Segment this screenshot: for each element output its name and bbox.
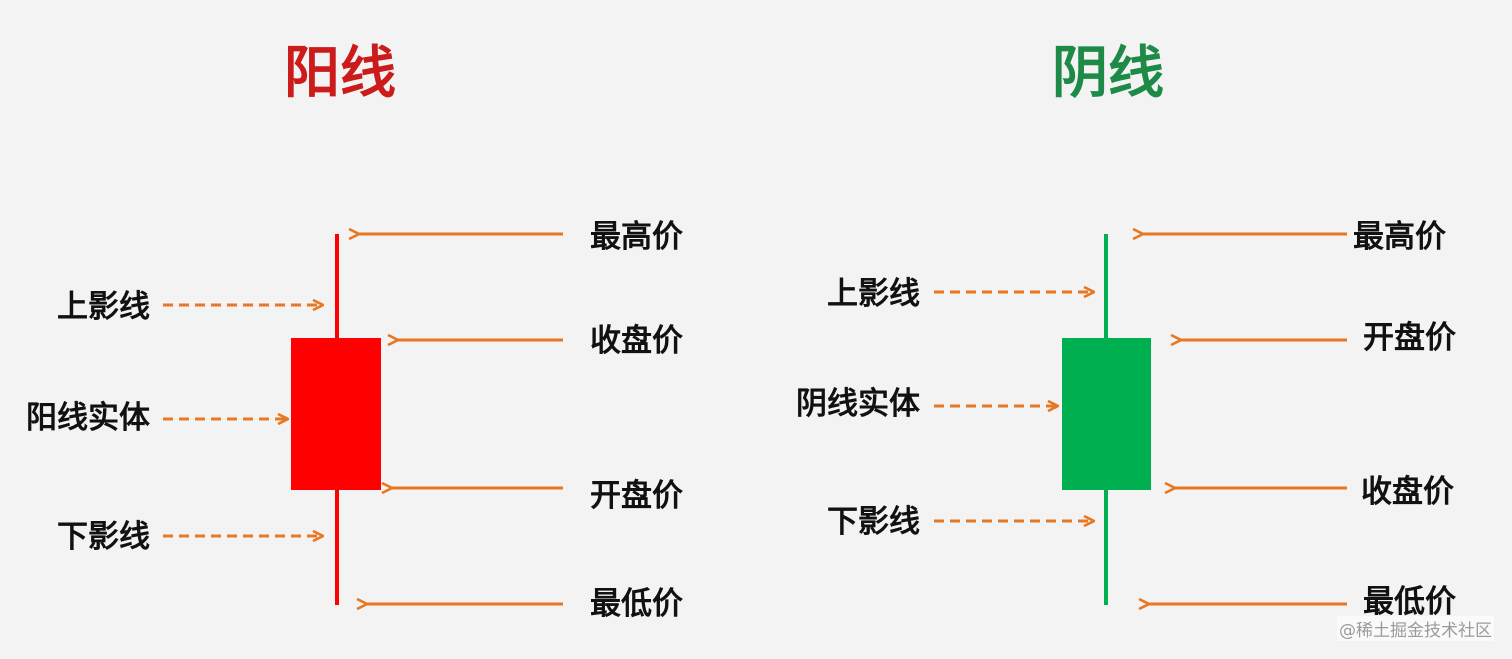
bullish-title: 阳线 xyxy=(284,40,396,106)
bullish-body xyxy=(291,338,381,490)
bullish-body-label: 阳线实体 xyxy=(26,400,150,436)
bearish-title: 阴线 xyxy=(1052,40,1164,106)
bullish-lower-shadow-label: 下影线 xyxy=(57,519,150,555)
bullish-close-label: 收盘价 xyxy=(590,323,683,359)
bearish-body-label: 阴线实体 xyxy=(796,386,920,422)
bearish-high-label: 最高价 xyxy=(1353,219,1446,255)
bullish-upper-shadow-label: 上影线 xyxy=(57,289,150,325)
bullish-high-label: 最高价 xyxy=(590,219,683,255)
bullish-low-label: 最低价 xyxy=(590,586,683,622)
bearish-open-label: 开盘价 xyxy=(1363,320,1456,356)
bullish-open-label: 开盘价 xyxy=(590,478,683,514)
bearish-body xyxy=(1062,338,1151,490)
bearish-lower-shadow-label: 下影线 xyxy=(827,504,920,540)
bearish-close-label: 收盘价 xyxy=(1361,474,1454,510)
bearish-upper-shadow-label: 上影线 xyxy=(827,276,920,312)
bullish-candle-group: 阳线 上影线 阳线实体 下影线 最高价 收盘价 开盘价 最低价 xyxy=(26,40,683,622)
bearish-low-label: 最低价 xyxy=(1363,584,1456,620)
watermark: @稀土掘金技术社区 xyxy=(1337,616,1494,641)
bearish-candle-group: 阴线 上影线 阴线实体 下影线 最高价 开盘价 收盘价 最低价 xyxy=(796,40,1456,620)
